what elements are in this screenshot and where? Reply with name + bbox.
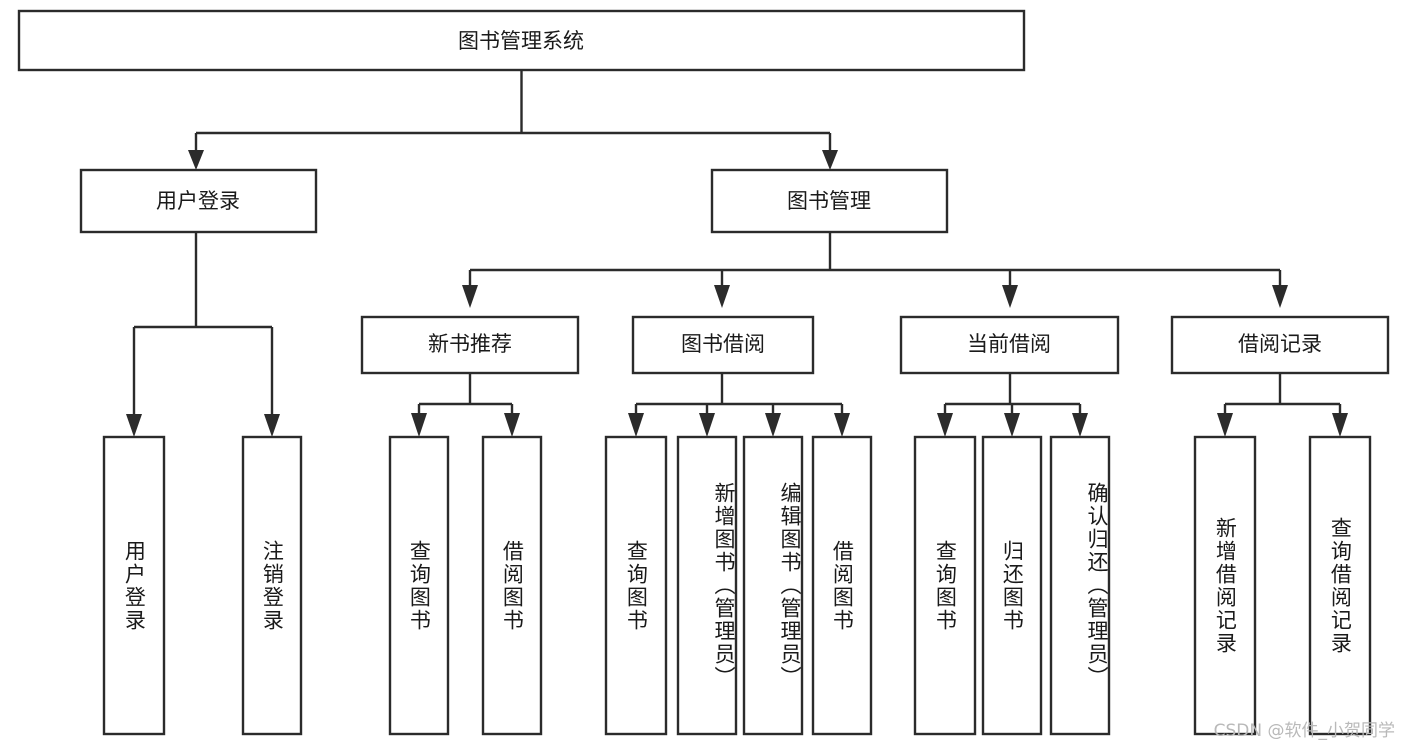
node-root-box[interactable] — [17, 9, 1026, 72]
connector-userlogin-to-leaves — [132, 232, 274, 417]
node-new-book-recommend-box[interactable] — [360, 315, 580, 375]
node-book-borrow[interactable]: 图书借阅 — [631, 315, 815, 375]
connector-layer — [126, 70, 1348, 437]
leaf-box-edit-book[interactable] — [742, 435, 804, 736]
node-current-borrow-box[interactable] — [899, 315, 1120, 375]
leaf-box-confirm-return[interactable] — [1049, 435, 1111, 736]
leaf-box-add-book[interactable] — [676, 435, 738, 736]
watermark-text: CSDN @软件_小贺同学 — [1213, 721, 1395, 741]
leaf-box-query-book-cur[interactable] — [913, 435, 977, 736]
node-user-login-box[interactable] — [79, 168, 318, 234]
connector-root-to-level2 — [194, 70, 832, 153]
node-borrow-record[interactable]: 借阅记录 — [1170, 315, 1390, 375]
node-user-login-label: 用户登录 — [156, 189, 240, 213]
arrow-head-leaf-query-record — [1332, 413, 1348, 437]
arrow-head-book-manage — [822, 150, 838, 170]
leaf-box-query-book-borrow[interactable] — [604, 435, 668, 736]
connector-bookborrow-to-leaves — [634, 373, 844, 417]
leaf-box-layer — [102, 435, 1372, 736]
leaf-box-borrow-book[interactable] — [811, 435, 873, 736]
arrow-head-leaf-add-record — [1217, 413, 1233, 437]
node-book-manage[interactable]: 图书管理 — [710, 168, 949, 234]
node-root[interactable]: 图书管理系统 — [17, 9, 1026, 72]
node-new-book-recommend[interactable]: 新书推荐 — [360, 315, 580, 375]
arrow-head-leaf-query-book-cur — [937, 413, 953, 437]
node-current-borrow-label: 当前借阅 — [967, 332, 1051, 356]
node-current-borrow[interactable]: 当前借阅 — [899, 315, 1120, 375]
connector-borrowrecord-to-leaves — [1223, 373, 1342, 417]
arrow-head-leaf-user-login — [126, 414, 142, 437]
arrow-head-current-borrow — [1002, 285, 1018, 308]
arrow-head-leaf-edit-book — [765, 413, 781, 437]
connector-recommend-to-leaves — [417, 373, 514, 417]
arrow-head-leaf-user-logout — [264, 414, 280, 437]
connector-currentborrow-to-leaves — [943, 373, 1082, 417]
arrow-head-new-book-recommend — [462, 285, 478, 308]
leaf-box-borrow-book-rec[interactable] — [481, 435, 543, 736]
node-root-label: 图书管理系统 — [458, 29, 584, 53]
arrow-head-leaf-query-book-rec — [411, 413, 427, 437]
node-user-login[interactable]: 用户登录 — [79, 168, 318, 234]
node-book-borrow-box[interactable] — [631, 315, 815, 375]
arrow-head-leaf-confirm-return — [1072, 413, 1088, 437]
node-book-manage-label: 图书管理 — [787, 189, 871, 213]
arrow-head-leaf-return-book — [1004, 413, 1020, 437]
leaf-box-return-book[interactable] — [981, 435, 1043, 736]
leaf-box-query-book-rec[interactable] — [388, 435, 450, 736]
arrow-head-user-login — [188, 150, 204, 170]
leaf-box-user-logout[interactable] — [241, 435, 303, 736]
node-new-book-recommend-label: 新书推荐 — [428, 332, 512, 356]
node-book-borrow-label: 图书借阅 — [681, 332, 765, 356]
leaf-box-add-record[interactable] — [1193, 435, 1257, 736]
arrow-head-leaf-query-book-borrow — [628, 413, 644, 437]
arrow-head-leaf-borrow-book — [834, 413, 850, 437]
arrow-head-borrow-record — [1272, 285, 1288, 308]
node-borrow-record-box[interactable] — [1170, 315, 1390, 375]
arrow-head-book-borrow — [714, 285, 730, 308]
leaf-box-user-login[interactable] — [102, 435, 166, 736]
node-book-manage-box[interactable] — [710, 168, 949, 234]
node-borrow-record-label: 借阅记录 — [1238, 332, 1322, 356]
arrow-head-leaf-borrow-book-rec — [504, 413, 520, 437]
leaf-box-query-record[interactable] — [1308, 435, 1372, 736]
arrow-head-leaf-add-book — [699, 413, 715, 437]
connector-bookmanage-to-level3 — [468, 232, 1282, 288]
